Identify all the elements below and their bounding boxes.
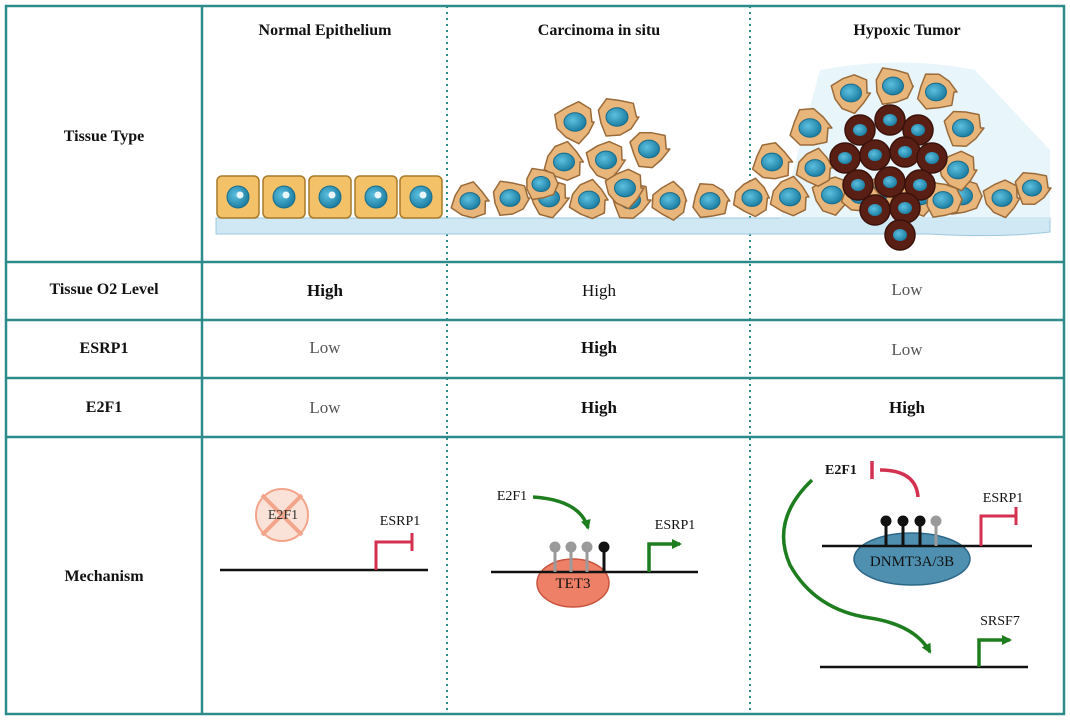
tumor-cell xyxy=(1014,172,1052,205)
e2f1-normal: Low xyxy=(309,398,341,417)
e2f1-activation-arrow xyxy=(532,495,591,530)
normal-cell xyxy=(262,175,306,219)
hypoxic-cell xyxy=(829,142,861,174)
e2f1-srsf7-arrow xyxy=(781,478,932,654)
srsf7-active-promoter xyxy=(977,635,1012,667)
table-grid xyxy=(4,4,1066,716)
tumor-cell xyxy=(597,98,640,137)
e2f1-hypoxic: High xyxy=(889,398,925,417)
normal-cells xyxy=(216,175,443,219)
hypoxic-cell xyxy=(859,194,891,226)
row-label-mechanism: Mechanism xyxy=(64,568,144,585)
mech-carcinoma-factor: E2F1 xyxy=(496,489,528,504)
table-border xyxy=(4,4,1066,716)
esrp1-repressed-promoter xyxy=(979,507,1018,546)
column-header-hypoxic: Hypoxic Tumor xyxy=(853,22,961,39)
mech-hypoxic-enzyme: DNMT3A/3B xyxy=(869,554,955,570)
tumor-cell xyxy=(554,100,595,145)
hypoxic-cell xyxy=(889,136,921,168)
hypoxic-cell xyxy=(904,169,936,201)
normal-cell xyxy=(308,175,352,219)
hypoxic-cell xyxy=(842,169,874,201)
esrp1-active-promoter xyxy=(647,539,682,572)
tumor-cell xyxy=(795,147,834,187)
mech-normal-gene: ESRP1 xyxy=(379,514,421,529)
column-header-normal: Normal Epithelium xyxy=(258,22,392,39)
mechanism-carcinoma xyxy=(491,495,698,608)
tumor-cell xyxy=(916,73,958,110)
o2-carcinoma: High xyxy=(582,281,616,300)
cpg-lollipops xyxy=(549,541,610,572)
tumor-cell xyxy=(789,107,833,146)
hypoxic-cell xyxy=(884,219,916,251)
tumor-cell xyxy=(568,178,609,220)
hypoxic-cell xyxy=(844,114,876,146)
mechanism-hypoxic xyxy=(781,461,1032,669)
hypoxic-cell xyxy=(874,166,906,198)
esrp1-hypoxic: Low xyxy=(891,340,923,359)
tumor-cell xyxy=(937,150,978,192)
mech-normal-factor: E2F1 xyxy=(267,508,299,523)
mech-carcinoma-gene: ESRP1 xyxy=(654,518,696,533)
repression-arc xyxy=(879,468,920,498)
tumor-cell xyxy=(526,167,559,201)
normal-cell xyxy=(399,175,443,219)
row-label-o2: Tissue O2 Level xyxy=(49,281,159,298)
hypoxic-core xyxy=(829,104,948,251)
row-label-e2f1: E2F1 xyxy=(85,399,123,416)
hypoxic-cell xyxy=(916,142,948,174)
tumor-cell xyxy=(982,179,1021,219)
hypoxic-cell xyxy=(859,139,891,171)
e2f1-carcinoma: High xyxy=(581,398,617,417)
tumor-cell xyxy=(732,177,771,218)
methylated-cpg-lollipops xyxy=(880,515,942,546)
mech-hypoxic-target: SRSF7 xyxy=(980,614,1020,629)
tumor-cell xyxy=(450,181,490,219)
tumor-cell xyxy=(875,67,915,105)
esrp1-normal: Low xyxy=(309,338,341,357)
esrp1-carcinoma: High xyxy=(581,338,617,357)
tumor-cell xyxy=(926,181,964,218)
tumor-cell xyxy=(751,141,794,180)
mech-hypoxic-gene: ESRP1 xyxy=(982,491,1024,506)
e2f1-absent-icon xyxy=(255,488,309,542)
hypoxic-cell xyxy=(874,104,906,136)
mechanism-normal xyxy=(220,488,428,572)
tumor-cell xyxy=(769,175,810,217)
basement-membrane xyxy=(215,217,1051,237)
normal-cell xyxy=(354,175,398,219)
hypoxic-cell xyxy=(889,192,921,224)
tumor-cell xyxy=(692,183,731,219)
column-header-carcinoma: Carcinoma in situ xyxy=(537,22,661,39)
row-label-esrp1: ESRP1 xyxy=(79,340,129,357)
tissue-illustration xyxy=(215,62,1052,251)
tumor-cell xyxy=(651,180,688,221)
tumor-cell xyxy=(943,110,985,147)
mech-carcinoma-enzyme: TET3 xyxy=(555,576,591,592)
o2-hypoxic: Low xyxy=(891,280,923,299)
mech-hypoxic-factor: E2F1 xyxy=(825,463,857,478)
esrp1-repressed-promoter xyxy=(374,533,414,570)
tumor-cell xyxy=(604,168,645,210)
tumor-cell xyxy=(492,180,531,217)
normal-cell xyxy=(216,175,260,219)
tumor-cell xyxy=(830,74,872,115)
o2-normal: High xyxy=(307,281,343,300)
row-label-tissue-type: Tissue Type xyxy=(63,128,145,145)
tumor-cell xyxy=(543,140,585,182)
tumor-cell xyxy=(629,132,671,169)
